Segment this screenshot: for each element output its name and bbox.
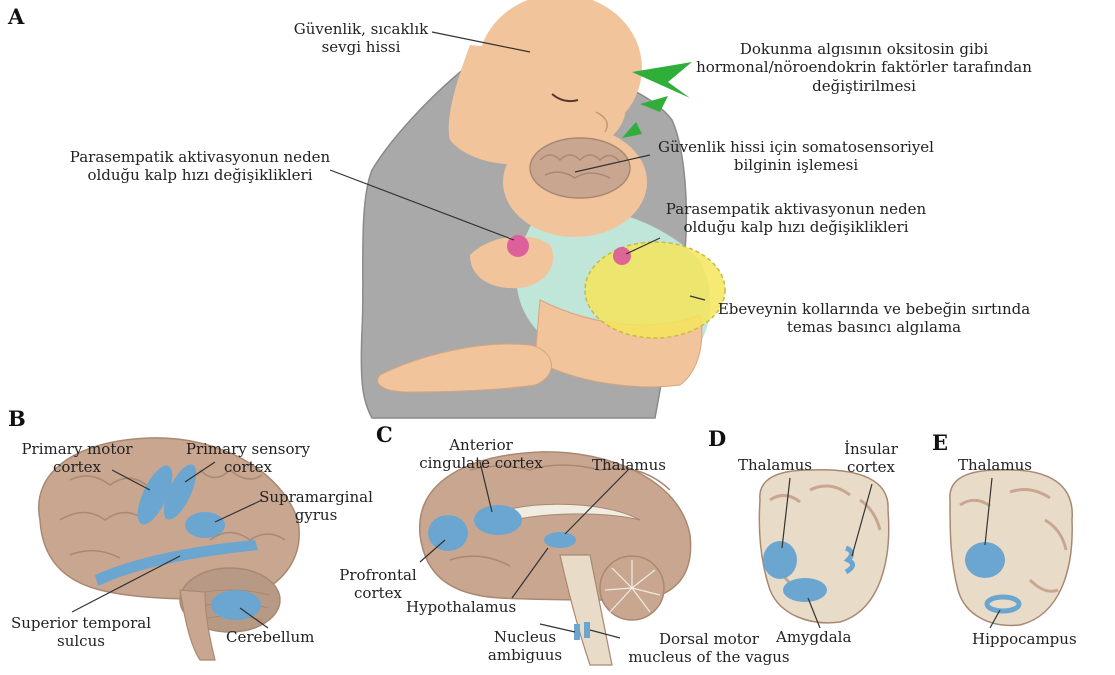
supramarginal-highlight [185,512,225,538]
parent-head [478,0,642,142]
panel-d-slice [759,470,888,628]
panel-label-b: B [8,406,26,431]
label-thalamus-d: Thalamus [738,456,812,474]
label-cerebellum: Cerebellum [226,628,314,646]
thalamus-c-highlight [544,532,576,548]
label-thalamus-e: Thalamus [958,456,1032,474]
panel-label-d: D [708,426,726,451]
panel-label-a: A [8,4,24,29]
label-hypothalamus: Hypothalamus [406,598,516,616]
heart-baby-dot [613,247,631,265]
label-primary-motor: Primary motor cortex [12,440,142,477]
label-heart-right: Parasempatik aktivasyonun neden olduğu k… [656,200,936,237]
label-hippocampus: Hippocampus [972,630,1077,648]
label-nucleus-ambiguus: Nucleus ambiguus [470,628,580,665]
label-heart-left: Parasempatik aktivasyonun neden olduğu k… [60,148,340,185]
panel-label-e: E [932,430,948,455]
label-somatosensory: Güvenlik hissi için somatosensoriyel bil… [646,138,946,175]
cerebellum-highlight [211,590,261,620]
label-amygdala: Amygdala [776,628,851,646]
label-superior-temporal: Superior temporal sulcus [6,614,156,651]
label-thalamus-c: Thalamus [592,456,666,474]
anterior-cingulate-highlight [474,505,522,535]
label-primary-sensory: Primary sensory cortex [178,440,318,477]
label-supramarginal: Supramarginal gyrus [256,488,376,525]
label-anterior-cingulate: Anterior cingulate cortex [406,436,556,473]
label-pressure: Ebeveynin kollarında ve bebeğin sırtında… [704,300,1044,337]
label-insular: İnsular cortex [826,440,916,477]
prefrontal-highlight [428,515,468,551]
thalamus-d-highlight [763,541,797,579]
thalamus-e-highlight [965,542,1005,578]
panel-label-c: C [376,422,393,447]
baby-brain [530,138,630,198]
panel-e-slice [950,470,1072,628]
label-touch-oxytocin: Dokunma algısının oksitosin gibi hormona… [684,40,1044,95]
amygdala-d-highlight [783,578,827,602]
label-security: Güvenlik, sıcaklık sevgi hissi [286,20,436,57]
dorsal-motor-highlight [584,622,590,638]
